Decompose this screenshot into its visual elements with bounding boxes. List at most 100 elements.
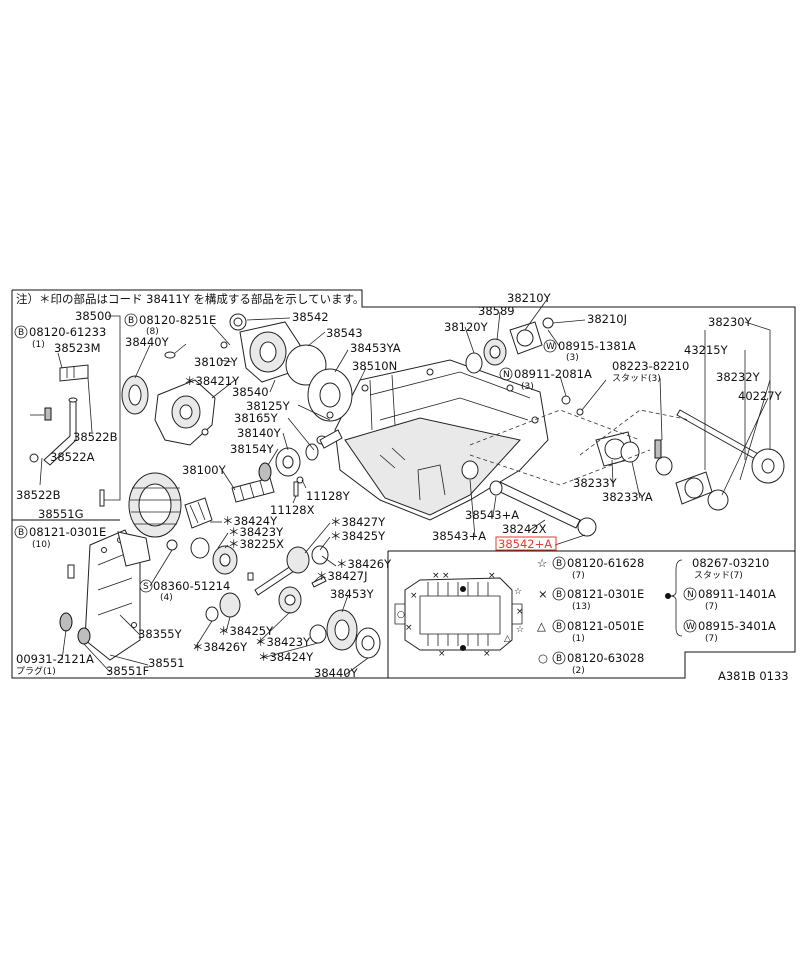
label-38210j: 38210J — [587, 312, 627, 326]
label-38423y-lower: ＊38423Y — [255, 635, 311, 649]
label-38230y: 38230Y — [708, 315, 753, 329]
label-00931-2121a: 00931-2121A — [16, 652, 94, 666]
label-38425y-lower: ＊38425Y — [218, 624, 274, 638]
label-38232y: 38232Y — [716, 370, 761, 384]
b-mark: B — [556, 559, 562, 569]
legend-triangle-qty: (1) — [572, 634, 585, 644]
label-38551: 38551 — [148, 656, 185, 670]
legend-star-code: 08120-61628 — [567, 556, 644, 570]
n-mark: N — [503, 370, 510, 380]
bolt-b-icon — [14, 525, 28, 539]
label-11128y: 11128Y — [306, 489, 351, 503]
label-08360-51214-qty: (4) — [160, 593, 173, 603]
figure-code: A381B 0133 — [718, 669, 789, 683]
legend-star-qty: (7) — [572, 571, 585, 581]
label-38540: 38540 — [232, 385, 269, 399]
label-38165y: 38165Y — [234, 411, 279, 425]
label-00931-plug: プラグ(1) — [16, 665, 56, 677]
label-38453ya: 38453YA — [350, 341, 401, 355]
label-08223-stud: スタッド(3) — [612, 373, 661, 384]
legend-w-code: 08915-3401A — [698, 619, 776, 633]
label-38125y: 38125Y — [246, 399, 291, 413]
b-mark: B — [556, 590, 562, 600]
label-38421y: ＊38421Y — [184, 374, 240, 388]
legend-circle-code: 08120-63028 — [567, 651, 644, 665]
label-38424y-lower: ＊38424Y — [258, 650, 314, 664]
legend-w-qty: (7) — [705, 634, 718, 644]
label-38551g: 38551G — [38, 507, 84, 521]
label-08121-0301e: 08121-0301E — [29, 525, 106, 539]
legend-x-code: 08121-0301E — [567, 587, 644, 601]
label-38355y: 38355Y — [138, 627, 183, 641]
x-mark: × — [483, 649, 491, 659]
bolt-b-icon — [552, 556, 566, 570]
legend-inset: × × × × × × × × ☆ ☆ △ ○ — [394, 571, 524, 659]
label-38427y: ＊38427Y — [330, 515, 386, 529]
label-08120-8251e-qty: (8) — [146, 327, 159, 337]
stud-dot-icon — [665, 593, 671, 599]
stud-dot — [460, 645, 466, 651]
stud-dot — [460, 586, 466, 592]
differential-carrier-housing — [334, 359, 549, 521]
label-38522a: 38522A — [50, 450, 95, 464]
star-mark: ☆ — [516, 625, 524, 635]
bolt-b-icon — [552, 619, 566, 633]
label-08911-2081a-qty: (3) — [521, 382, 534, 392]
label-38427j: ＊38427J — [316, 569, 367, 583]
note-text: 注）＊印の部品はコード 38411Y を構成する部品を示しています。 — [16, 292, 364, 306]
x-mark: × — [410, 591, 418, 601]
ring-gear-38100y — [128, 472, 213, 538]
bearing-38440y-upper — [121, 351, 176, 415]
x-mark: × — [488, 571, 496, 581]
label-38233y: 38233Y — [573, 476, 618, 490]
leader-lines — [30, 297, 771, 676]
legend-n-qty: (7) — [705, 602, 718, 612]
label-38120y: 38120Y — [444, 320, 489, 334]
side-retainer-38540 — [220, 313, 327, 386]
label-38542a-highlighted[interactable]: 38542+A — [498, 537, 552, 551]
b-mark: B — [556, 654, 562, 664]
label-38551f: 38551F — [106, 664, 149, 678]
label-38425y-upper: ＊38425Y — [330, 529, 386, 543]
label-38225x: ＊38225X — [228, 537, 284, 551]
label-38543a-upper: 38543+A — [465, 508, 519, 522]
highlight-box — [495, 536, 557, 551]
legend-stud-note: スタッド(7) — [694, 570, 743, 581]
label-38522b-lower: 38522B — [16, 488, 61, 502]
b-mark: B — [128, 316, 134, 326]
flange-38453ya — [307, 368, 353, 422]
legend-circle-qty: (2) — [572, 666, 585, 676]
companion-flange — [465, 317, 584, 416]
spider-gears — [190, 537, 329, 644]
n-mark: N — [687, 590, 694, 600]
label-08120-61233-qty: (1) — [32, 340, 45, 350]
rear-cover-38551 — [59, 529, 178, 661]
side-flange-38233y — [461, 431, 640, 537]
label-40227y: 40227Y — [738, 389, 783, 403]
bolt-b-icon — [552, 651, 566, 665]
b-mark: B — [18, 328, 24, 338]
x-mark: × — [442, 571, 450, 581]
label-38424y-upper: ＊38424Y — [222, 514, 278, 528]
legend-triangle-code: 08121-0501E — [567, 619, 644, 633]
washer-w-icon — [543, 339, 557, 353]
axle-shaft-assembly — [654, 409, 785, 511]
label-38154y: 38154Y — [230, 442, 275, 456]
screw-s-icon — [139, 579, 153, 593]
bearing-38440y-lower — [326, 609, 381, 659]
label-38589: 38589 — [478, 304, 515, 318]
guide-lines — [469, 409, 691, 486]
bolt-b-icon — [552, 587, 566, 601]
x-mark: × — [438, 649, 446, 659]
callout-labels: 38500 B 08120-61233 (1) 38523M 38440Y B … — [14, 291, 783, 680]
label-38453y: 38453Y — [330, 587, 375, 601]
label-08915-1381a: 08915-1381A — [558, 339, 636, 353]
x-mark: × — [516, 607, 524, 617]
triangle-mark: △ — [504, 634, 511, 644]
label-38440y-lower: 38440Y — [314, 666, 359, 680]
label-08915-1381a-qty: (3) — [566, 353, 579, 363]
label-08120-61233: 08120-61233 — [29, 325, 106, 339]
legend-triangle-icon: △ — [537, 619, 546, 633]
legend-n-code: 08911-1401A — [698, 587, 776, 601]
